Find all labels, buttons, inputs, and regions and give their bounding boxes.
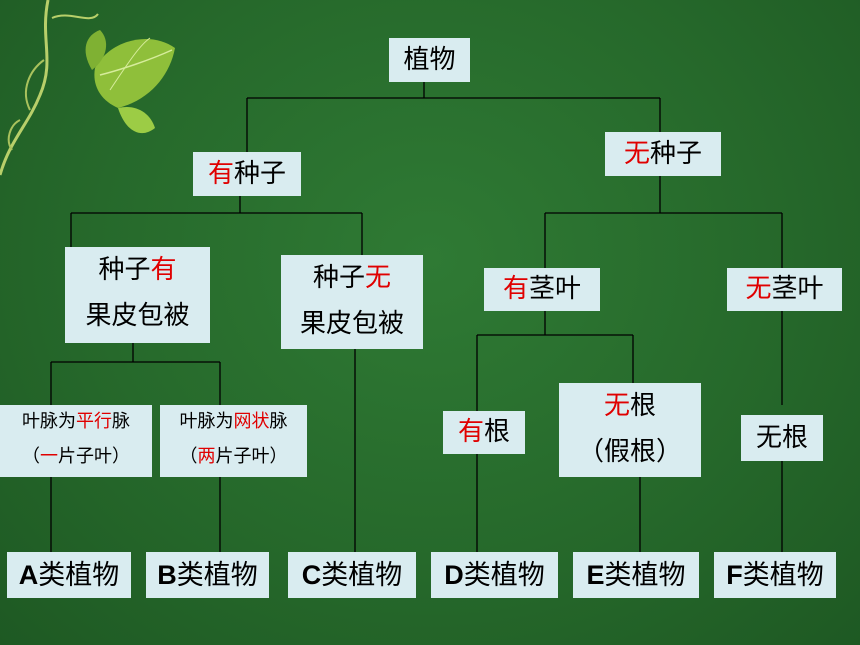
parallel-veins-b: 平行 [76,411,112,432]
category-d: D类植物 [431,552,558,598]
without-root-false-line1: 根 [630,391,657,421]
category-b-letter: B [157,560,177,590]
category-c: C类植物 [288,552,416,598]
seed-without-pericarp-line2: 果皮包被 [299,309,404,339]
category-d-label: 类植物 [463,560,545,590]
category-c-letter: C [301,560,322,590]
without-root-false-line2: （假根） [577,437,682,467]
category-f: F类植物 [714,552,836,598]
net-veins-node: 叶脉为网状脉 （两片子叶） [160,405,307,477]
with-stem-leaf-node: 有茎叶 [484,268,600,311]
net-veins-c: 脉 [269,411,288,432]
category-e: E类植物 [573,552,699,598]
net-veins-d: （ [179,446,198,467]
root-node: 植物 [389,38,470,82]
with-root-prefix: 有 [457,417,484,447]
category-c-label: 类植物 [321,560,403,590]
net-veins-e: 两 [197,446,216,467]
category-a-label: 类植物 [38,560,120,590]
net-veins-b: 网状 [233,411,270,432]
parallel-veins-c: 脉 [112,411,130,432]
category-e-letter: E [586,560,605,590]
without-root-false-prefix: 无 [603,391,630,421]
without-stem-leaf-node: 无茎叶 [727,268,842,311]
seedless-plants-label: 种子 [650,139,703,169]
category-e-label: 类植物 [604,560,686,590]
category-f-label: 类植物 [742,560,824,590]
seed-with-pericarp-node: 种子有 果皮包被 [65,247,210,343]
net-veins-f: 片子叶） [215,446,288,467]
without-root-false-node: 无根 （假根） [559,383,701,477]
seed-with-pericarp-line1b: 有 [150,255,177,285]
seed-plants-label: 种子 [234,159,287,189]
category-a-letter: A [18,560,39,590]
seed-without-pericarp-line1b: 无 [365,263,392,293]
parallel-veins-node: 叶脉为平行脉 （一片子叶） [0,405,152,477]
seed-plants-prefix: 有 [207,159,234,189]
seed-without-pericarp-node: 种子无 果皮包被 [281,255,423,349]
seed-with-pericarp-line2: 果皮包被 [85,301,190,331]
with-root-node: 有根 [443,411,525,454]
net-veins-a: 叶脉为 [179,411,234,432]
without-root-label: 无根 [755,423,808,453]
category-d-letter: D [444,560,464,590]
category-a: A类植物 [7,552,131,598]
seedless-plants-node: 无种子 [605,132,721,176]
parallel-veins-e: 一 [40,446,58,467]
category-b-label: 类植物 [176,560,258,590]
parallel-veins-d: （ [22,446,40,467]
seedless-plants-prefix: 无 [623,139,650,169]
category-f-letter: F [726,560,743,590]
without-stem-leaf-prefix: 无 [745,274,772,304]
leaf-vine-decoration [0,0,175,176]
root-label: 植物 [403,45,456,75]
parallel-veins-a: 叶脉为 [22,411,76,432]
category-b: B类植物 [146,552,269,598]
without-root-node: 无根 [741,415,823,461]
seed-plants-node: 有种子 [193,152,301,196]
seed-without-pericarp-line1a: 种子 [312,263,365,293]
seed-with-pericarp-line1a: 种子 [98,255,151,285]
with-stem-leaf-label: 茎叶 [529,274,582,304]
with-root-label: 根 [484,417,511,447]
without-stem-leaf-label: 茎叶 [771,274,824,304]
with-stem-leaf-prefix: 有 [502,274,529,304]
parallel-veins-f: 片子叶） [58,446,130,467]
